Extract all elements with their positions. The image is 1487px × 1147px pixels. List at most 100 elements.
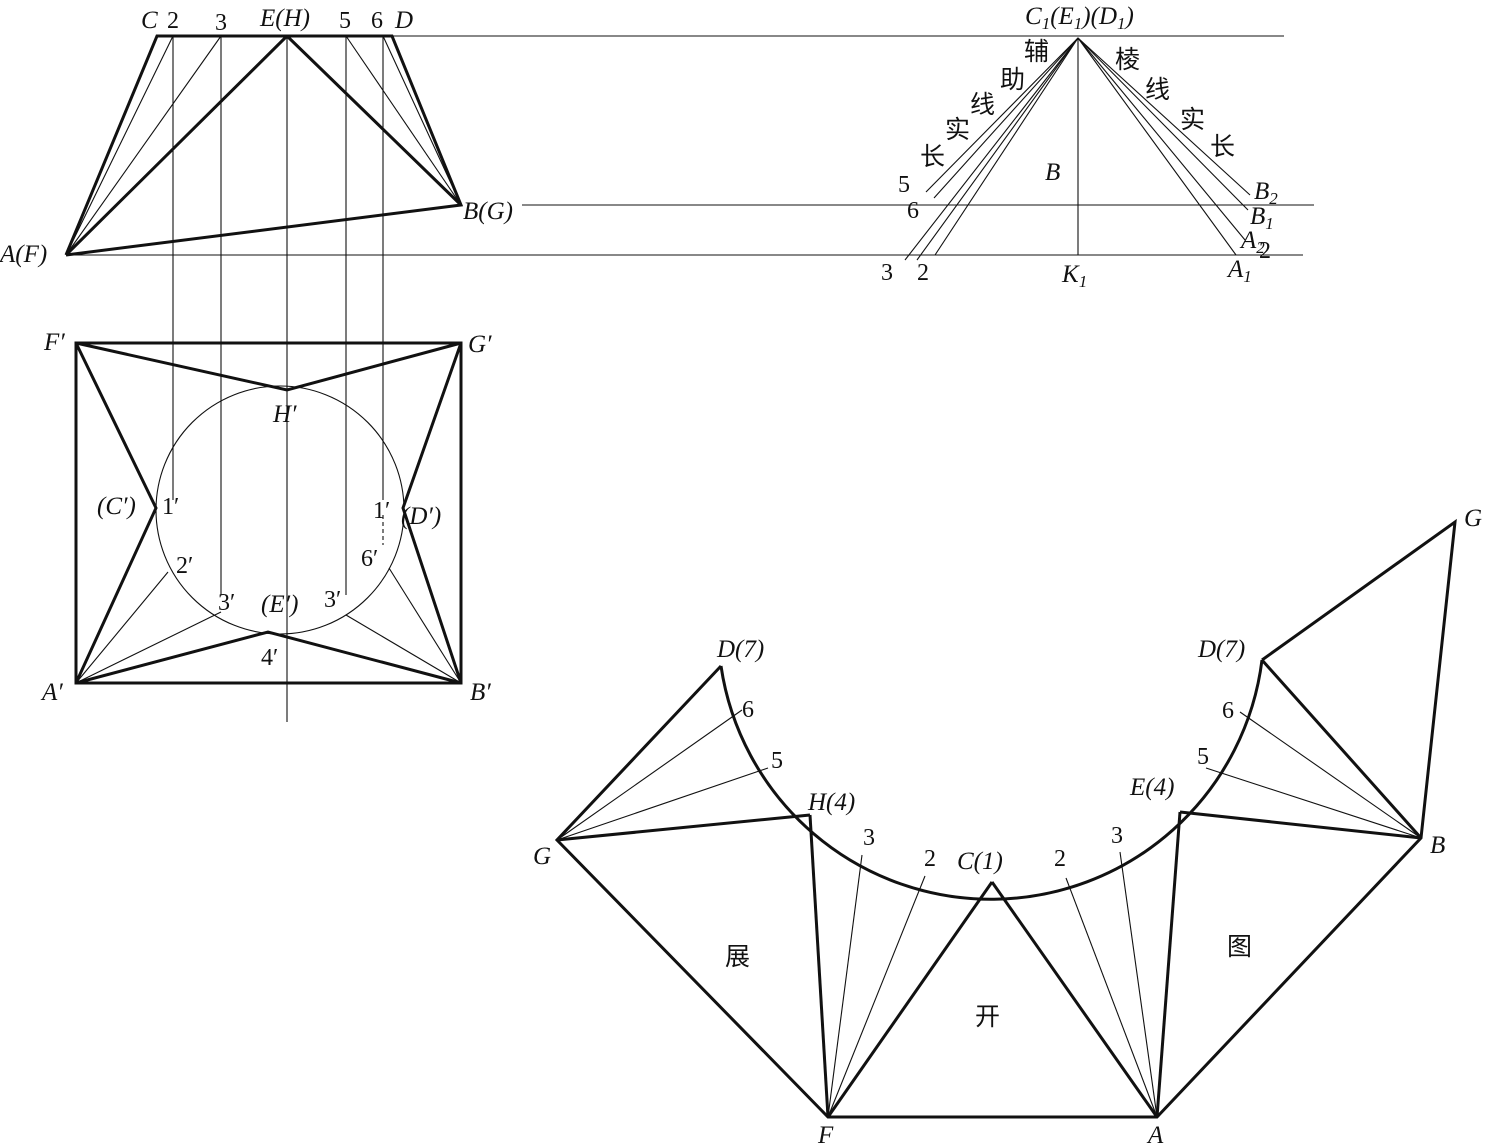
label-B: B bbox=[1430, 832, 1445, 859]
dev-edge-gh bbox=[556, 813, 811, 842]
edge-char-1: 棱 bbox=[1115, 45, 1140, 74]
label-3-prime-left: 3′ bbox=[218, 590, 235, 616]
tl-line-a1 bbox=[1077, 37, 1237, 256]
elev-edge-be bbox=[285, 34, 463, 207]
dev-edge-fh bbox=[808, 814, 830, 1118]
label-BG: B(G) bbox=[463, 198, 513, 225]
label-A-prime: A′ bbox=[40, 679, 63, 706]
tl-line-6 bbox=[933, 37, 1079, 199]
dev-line-g5 bbox=[556, 767, 769, 841]
label-D7-left: D(7) bbox=[716, 636, 764, 663]
label-2-prime: 2′ bbox=[176, 553, 193, 579]
elev-edge-ae bbox=[64, 34, 289, 257]
aux-char-5: 长 bbox=[920, 142, 945, 171]
true-length-diagram: C1(E1)(D1) 辅 助 线 实 长 棱 线 实 长 B B2 B1 A2 … bbox=[881, 3, 1278, 291]
dev-line-f3 bbox=[827, 854, 863, 1118]
tl-line-3 bbox=[904, 37, 1079, 261]
front-elevation: C 2 3 E(H) 5 6 D B(G) A(F) bbox=[0, 5, 1314, 722]
tl-line-b2 bbox=[1077, 37, 1251, 196]
aux-char-1: 辅 bbox=[1024, 37, 1049, 66]
elev-line-b5 bbox=[345, 35, 462, 206]
label-6: 6 bbox=[371, 8, 383, 34]
label-K1: K1 bbox=[1061, 261, 1087, 291]
label-3: 3 bbox=[215, 10, 227, 36]
label-B: B bbox=[1045, 159, 1060, 186]
label-A: A bbox=[1146, 1122, 1164, 1147]
dev-edge-be bbox=[1179, 810, 1422, 840]
label-G-right: G bbox=[1464, 505, 1482, 532]
label-tu: 图 bbox=[1227, 932, 1252, 961]
development-pattern: G D(7) D(7) 6 5 6 5 H(4) E(4) G B 3 2 C(… bbox=[533, 505, 1482, 1147]
label-zhan: 展 bbox=[725, 942, 750, 971]
plan-line-a2 bbox=[75, 571, 169, 684]
label-B-prime: B′ bbox=[470, 679, 491, 706]
elev-line-a2 bbox=[65, 35, 174, 256]
plan-line-b6 bbox=[388, 567, 462, 684]
dev-line-a3 bbox=[1119, 851, 1158, 1118]
aux-char-3: 线 bbox=[970, 90, 995, 119]
label-B1: B1 bbox=[1250, 203, 1274, 233]
plan-line-a3 bbox=[75, 611, 222, 684]
plan-bottom-v bbox=[75, 630, 462, 685]
dev-edge-fc bbox=[826, 881, 994, 1118]
tl-line-a2 bbox=[1077, 37, 1246, 241]
plan-rectangle bbox=[74, 341, 463, 685]
label-5-left: 5 bbox=[771, 748, 783, 774]
label-D-prime: (D′) bbox=[401, 503, 441, 530]
label-F: F bbox=[817, 1122, 834, 1147]
plan-line-b5 bbox=[345, 614, 462, 684]
label-6-prime: 6′ bbox=[361, 546, 378, 572]
label-C-prime: (C′) bbox=[97, 493, 136, 520]
label-G-prime: G′ bbox=[468, 331, 492, 358]
label-EH: E(H) bbox=[259, 5, 310, 32]
plan-view: F′ G′ H′ (C′) 1′ 1′ (D′) 2′ 6′ 3′ (E′) 3… bbox=[40, 329, 492, 706]
label-2-right: 2 bbox=[1259, 238, 1271, 264]
label-2-right: 2 bbox=[1054, 846, 1066, 872]
label-5-right: 5 bbox=[1197, 744, 1209, 770]
label-D7-right: D(7) bbox=[1197, 636, 1245, 663]
edge-char-2: 线 bbox=[1145, 75, 1170, 104]
elev-outline bbox=[64, 34, 464, 257]
label-G-left: G bbox=[533, 843, 551, 870]
label-B2: B2 bbox=[1254, 178, 1278, 208]
tl-line-b1 bbox=[1077, 37, 1249, 211]
label-4-prime: 4′ bbox=[261, 645, 278, 671]
dev-arc bbox=[719, 659, 1264, 901]
aux-char-4: 实 bbox=[945, 115, 970, 144]
label-D: D bbox=[394, 7, 413, 34]
label-6-left: 6 bbox=[742, 697, 754, 723]
dev-edge-bd bbox=[1260, 659, 1423, 839]
label-6: 6 bbox=[907, 198, 919, 224]
dev-line-b5 bbox=[1205, 767, 1422, 839]
label-3-prime-right: 3′ bbox=[324, 587, 341, 613]
aux-char-2: 助 bbox=[1000, 65, 1025, 94]
dev-edge-ac bbox=[990, 881, 1159, 1118]
elev-line-a3 bbox=[65, 35, 222, 256]
dev-outline bbox=[554, 518, 1457, 1119]
dev-edge-ae bbox=[1155, 811, 1182, 1118]
label-2: 2 bbox=[917, 260, 929, 286]
label-E4: E(4) bbox=[1129, 774, 1174, 801]
label-AF: A(F) bbox=[0, 241, 47, 268]
label-A2: A2 bbox=[1239, 227, 1265, 257]
label-C: C bbox=[141, 7, 158, 34]
plan-right-v bbox=[401, 342, 463, 684]
dev-line-a2 bbox=[1065, 877, 1158, 1118]
tl-line-k bbox=[934, 37, 1079, 256]
label-5: 5 bbox=[898, 172, 910, 198]
label-3: 3 bbox=[881, 260, 893, 286]
plan-top-v bbox=[75, 341, 462, 392]
dev-line-g6 bbox=[556, 709, 743, 841]
label-E-prime: (E′) bbox=[261, 591, 298, 618]
label-3-left: 3 bbox=[863, 825, 875, 851]
label-kai: 开 bbox=[975, 1002, 1000, 1031]
tl-line-5 bbox=[925, 37, 1079, 193]
label-H4: H(4) bbox=[807, 789, 855, 816]
edge-char-4: 长 bbox=[1210, 132, 1235, 161]
label-3-right: 3 bbox=[1111, 823, 1123, 849]
label-C1: C(1) bbox=[957, 848, 1003, 875]
label-2: 2 bbox=[167, 8, 179, 34]
tl-line-2 bbox=[916, 37, 1079, 261]
dev-line-b6 bbox=[1239, 711, 1422, 839]
